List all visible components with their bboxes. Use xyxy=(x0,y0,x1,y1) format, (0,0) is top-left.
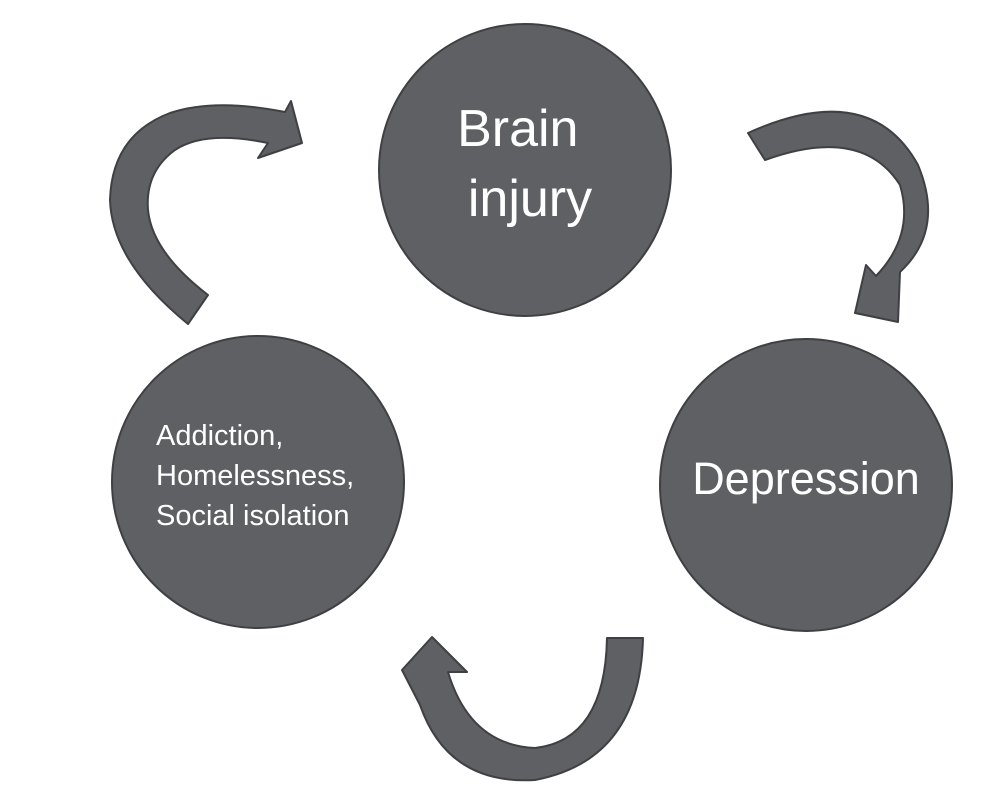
node-depression-line-1: Depression xyxy=(692,453,920,504)
node-addiction-line-2: Homelessness, xyxy=(156,460,354,492)
node-brain-injury-circle xyxy=(378,23,672,317)
node-depression-circle xyxy=(659,338,953,632)
node-brain-injury-line-2: injury xyxy=(468,170,592,228)
node-brain-injury-label: Brain injury xyxy=(457,100,593,228)
arrow-depression-to-addiction xyxy=(401,636,644,782)
arrow-addiction-to-brain-injury xyxy=(109,100,303,325)
node-addiction-circle xyxy=(111,335,405,629)
node-brain-injury-line-1: Brain xyxy=(457,100,578,158)
node-addiction-line-3: Social isolation xyxy=(156,500,349,532)
node-depression-label: Depression xyxy=(692,453,920,504)
node-addiction-line-1: Addiction, xyxy=(156,420,283,452)
node-addiction-label: Addiction, Homelessness, Social isolatio… xyxy=(156,420,362,532)
arrow-brain-injury-to-depression xyxy=(747,110,930,323)
